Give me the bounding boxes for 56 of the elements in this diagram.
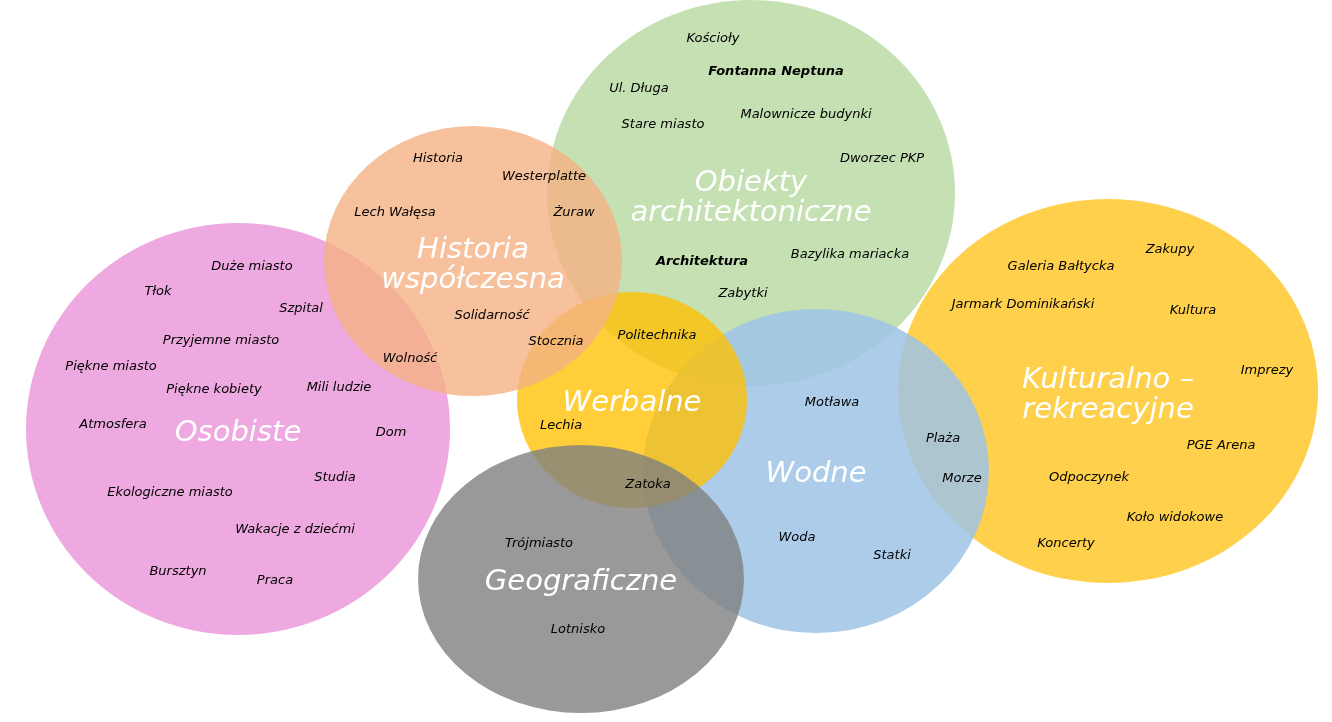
keyword: Bazylika mariacka xyxy=(790,247,910,261)
keyword: Architektura xyxy=(655,254,749,268)
keyword: Dom xyxy=(375,425,407,439)
keyword: Lechia xyxy=(539,418,583,432)
keyword: Historia xyxy=(412,151,464,165)
keyword: Imprezy xyxy=(1240,363,1294,377)
keyword: Zakupy xyxy=(1145,242,1195,256)
keyword: Studia xyxy=(314,470,356,484)
keyword: Tłok xyxy=(144,284,172,298)
keyword: Żuraw xyxy=(553,205,595,219)
keyword: Jarmark Dominikański xyxy=(951,297,1095,311)
category-title: Wodne xyxy=(765,457,867,487)
keyword: Lech Wałęsa xyxy=(354,205,436,219)
keyword: Piękne miasto xyxy=(65,359,157,373)
keyword: Motława xyxy=(804,395,860,409)
category-title: Historia współczesna xyxy=(381,233,565,293)
keyword: Koncerty xyxy=(1037,536,1095,550)
category-title: Werbalne xyxy=(562,386,702,416)
keyword: Koło widokowe xyxy=(1126,510,1224,524)
category-title: Obiekty architektoniczne xyxy=(630,166,872,226)
keyword: Zabytki xyxy=(718,286,768,300)
keyword: Westerplatte xyxy=(501,169,587,183)
keyword: Woda xyxy=(778,530,816,544)
keyword: Dworzec PKP xyxy=(839,151,925,165)
keyword: Solidarność xyxy=(454,308,530,322)
keyword: Praca xyxy=(256,573,294,587)
keyword: Duże miasto xyxy=(211,259,293,273)
keyword: Trójmiasto xyxy=(505,536,573,550)
keyword: Piękne kobiety xyxy=(166,382,262,396)
keyword: Wolność xyxy=(382,351,438,365)
keyword: Mili ludzie xyxy=(306,380,372,394)
keyword: Stocznia xyxy=(528,334,584,348)
keyword: Statki xyxy=(873,548,911,562)
category-title: Geograficzne xyxy=(484,565,678,595)
keyword: Kultura xyxy=(1169,303,1217,317)
keyword: Galeria Bałtycka xyxy=(1007,259,1115,273)
keyword: Kościoły xyxy=(686,31,740,45)
keyword: Odpoczynek xyxy=(1048,470,1130,484)
keyword: Ekologiczne miasto xyxy=(107,485,233,499)
keyword: Ul. Długa xyxy=(609,81,669,95)
keyword: Wakacje z dziećmi xyxy=(235,522,355,536)
keyword: Morze xyxy=(942,471,982,485)
keyword: Politechnika xyxy=(617,328,697,342)
keyword: Szpital xyxy=(279,301,323,315)
category-title: Osobiste xyxy=(174,416,302,446)
keyword: Malownicze budynki xyxy=(740,107,872,121)
keyword: Zatoka xyxy=(625,477,671,491)
keyword: Przyjemne miasto xyxy=(162,333,280,347)
keyword: Fontanna Neptuna xyxy=(708,64,844,78)
keyword: Atmosfera xyxy=(79,417,147,431)
keyword: Lotnisko xyxy=(550,622,606,636)
keyword: PGE Arena xyxy=(1186,438,1256,452)
keyword: Bursztyn xyxy=(149,564,207,578)
category-title: Kulturalno – rekreacyjne xyxy=(1021,363,1195,423)
keyword: Stare miasto xyxy=(621,117,705,131)
keyword: Plaża xyxy=(925,431,961,445)
